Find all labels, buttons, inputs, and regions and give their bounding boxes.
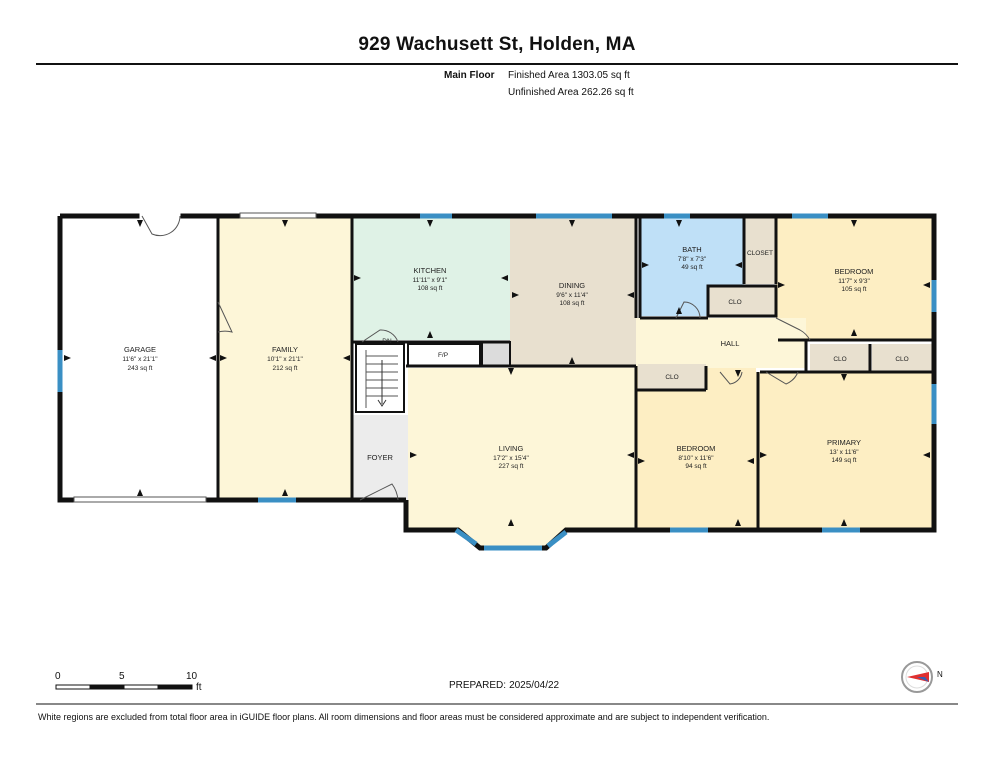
room-label-family: FAMILY 10'1" x 21'1" 212 sq ft (267, 345, 303, 372)
garage-fill (62, 218, 218, 498)
scale-tick-5: 5 (119, 671, 125, 682)
garage-name: GARAGE (124, 345, 156, 354)
title-rule (36, 63, 958, 65)
bedroom-2-closet-fill (638, 364, 706, 390)
fireplace-label: F/P (438, 352, 448, 359)
bedroom-2-area: 94 sq ft (685, 463, 707, 470)
bedroom-2-fill (636, 368, 756, 528)
primary-dims: 13' x 11'6" (829, 449, 859, 456)
room-label-kitchen: KITCHEN 11'11" x 9'1" 108 sq ft (413, 266, 448, 292)
kitchen-name: KITCHEN (414, 266, 447, 275)
primary-area: 149 sq ft (832, 457, 857, 464)
prepared-date: PREPARED:2025/04/22 (449, 680, 562, 691)
bath-dims: 7'8" x 7'3" (678, 256, 707, 263)
page-title: 929 Wachusett St, Holden, MA (358, 34, 636, 55)
chimney (481, 341, 511, 367)
hall-fill (636, 318, 806, 368)
scale-unit: ft (196, 682, 202, 693)
kitchen-dims: 11'11" x 9'1" (413, 277, 448, 284)
room-label-dining: DINING 9'6" x 11'4" 108 sq ft (556, 281, 588, 307)
garage-dims: 11'6" x 21'1" (122, 356, 158, 363)
floor-label: Main Floor (444, 70, 495, 81)
room-label-bath: BATH 7'8" x 7'3" 49 sq ft (678, 245, 707, 271)
kitchen-fill (352, 218, 510, 340)
door-swings (139, 212, 811, 501)
bedroom-2-dims: 8'10" x 11'6" (678, 455, 714, 462)
prepared-label: PREPARED: (449, 680, 507, 691)
foyer-label: FOYER (367, 453, 393, 462)
disclaimer: White regions are excluded from total fl… (38, 712, 770, 722)
dining-name: DINING (559, 281, 585, 290)
bedroom-1-dims: 11'7" x 9'3" (838, 278, 870, 285)
room-label-primary: PRIMARY 13' x 11'6" 149 sq ft (827, 438, 861, 464)
bedroom-2-closet-label: CLO (665, 374, 678, 381)
stairs-down-label: DN (382, 338, 392, 345)
primary-closet-1-fill (810, 344, 870, 372)
garage-area: 243 sq ft (128, 365, 153, 372)
kitchen-area: 108 sq ft (418, 285, 443, 292)
family-name: FAMILY (272, 345, 298, 354)
hall-closet-fill (708, 286, 776, 316)
living-area: 227 sq ft (499, 463, 524, 470)
hall-label: HALL (721, 339, 740, 348)
primary-closet-1-label: CLO (833, 356, 846, 363)
unfinished-area: Unfinished Area 262.26 sq ft (508, 87, 634, 98)
room-label-bedroom-2: BEDROOM 8'10" x 11'6" 94 sq ft (677, 444, 716, 470)
dining-dims: 9'6" x 11'4" (556, 292, 588, 299)
primary-fill (756, 372, 932, 528)
bedroom-1-area: 105 sq ft (842, 286, 867, 293)
family-fill (218, 218, 352, 498)
compass-icon (901, 661, 933, 693)
bedroom-2-name: BEDROOM (677, 444, 716, 453)
bedroom-1-name: BEDROOM (835, 267, 874, 276)
dining-fill (510, 218, 636, 368)
bath-area: 49 sq ft (681, 264, 703, 271)
dimension-arrows (64, 220, 930, 526)
prepared-value: 2025/04/22 (509, 680, 560, 691)
foyer-fill (352, 415, 408, 500)
room-label-garage: GARAGE 11'6" x 21'1" 243 sq ft (122, 345, 158, 372)
closet-fill (744, 218, 776, 284)
windows (57, 213, 937, 551)
primary-name: PRIMARY (827, 438, 861, 447)
compass-north-label: N (937, 670, 943, 679)
family-dims: 10'1" x 21'1" (267, 356, 303, 363)
interior-walls (216, 216, 934, 530)
scale-tick-10: 10 (186, 671, 198, 682)
closet-label: CLOSET (747, 250, 773, 257)
scale-bar (55, 684, 193, 690)
room-label-living: LIVING 17'2" x 15'4" 227 sq ft (493, 444, 529, 470)
family-area: 212 sq ft (273, 365, 298, 372)
living-fill (408, 368, 636, 548)
dining-area: 108 sq ft (560, 300, 585, 307)
primary-closet-2-label: CLO (895, 356, 908, 363)
primary-closet-2-fill (872, 344, 932, 372)
finished-area: Finished Area 1303.05 sq ft (508, 70, 630, 81)
scale-tick-0: 0 (55, 671, 61, 682)
room-label-bedroom-1: BEDROOM 11'7" x 9'3" 105 sq ft (835, 267, 874, 293)
slider-door (239, 212, 317, 219)
living-name: LIVING (499, 444, 524, 453)
living-dims: 17'2" x 15'4" (493, 455, 529, 462)
stairs (355, 343, 405, 413)
garage-door (73, 496, 207, 503)
bath-name: BATH (682, 245, 701, 254)
hall-closet-label: CLO (728, 299, 741, 306)
